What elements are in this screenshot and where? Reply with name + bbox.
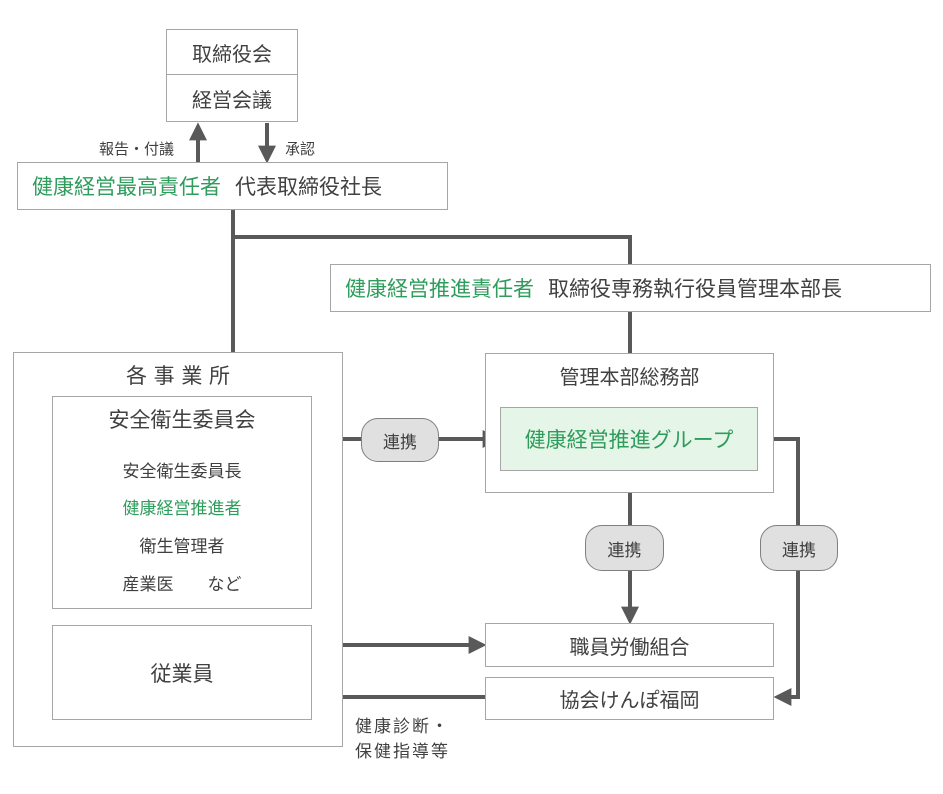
union-label: 職員労働組合	[569, 634, 690, 659]
ceo-title: 代表取締役社長	[235, 175, 382, 199]
committee-member: 産業医 など	[122, 575, 242, 595]
ceo-role: 健康経営最高責任者	[32, 175, 221, 199]
checkup-label-line1: 健康診断・	[355, 717, 450, 737]
report-label: 報告・付議	[99, 140, 175, 158]
management-meeting-label: 経営会議	[192, 87, 272, 112]
committee-member: 衛生管理者	[139, 537, 225, 557]
ceo-box: 健康経営最高責任者 代表取締役社長	[17, 162, 448, 210]
checkup-label-line2: 保健指導等	[355, 742, 450, 762]
approve-label: 承認	[285, 140, 316, 158]
kyokai-label: 協会けんぽ福岡	[559, 688, 700, 712]
safety-committee-title: 安全衛生委員会	[108, 408, 256, 432]
safety-committee-box	[52, 396, 312, 609]
link-label: 連携	[383, 432, 417, 453]
link-label: 連携	[782, 540, 816, 561]
kyokai-box: 協会けんぽ福岡	[485, 677, 774, 720]
promo-officer-role: 健康経営推進責任者	[345, 277, 534, 301]
committee-member: 安全衛生委員長	[122, 462, 242, 482]
promo-officer-box: 健康経営推進責任者 取締役専務執行役員管理本部長	[330, 264, 931, 312]
general-affairs-title: 管理本部総務部	[559, 365, 700, 389]
link-pill: 連携	[585, 525, 664, 571]
link-pill: 連携	[760, 525, 838, 571]
link-pill: 連携	[361, 418, 439, 462]
link-label: 連携	[607, 540, 642, 561]
employees-box: 従業員	[52, 625, 312, 720]
promotion-group-box: 健康経営推進グループ	[500, 407, 758, 471]
promotion-group-label: 健康経営推進グループ	[524, 428, 734, 452]
management-meeting-box: 経営会議	[166, 74, 298, 122]
board-box: 取締役会	[166, 29, 298, 75]
committee-member: 健康経営推進者	[122, 499, 242, 519]
ceo-to-officer-line	[233, 235, 632, 265]
offices-title: 各 事 業 所	[125, 364, 231, 388]
promo-officer-title: 取締役専務執行役員管理本部長	[548, 277, 842, 301]
union-box: 職員労働組合	[485, 623, 774, 667]
employees-label: 従業員	[150, 661, 214, 686]
board-label: 取締役会	[192, 41, 272, 66]
